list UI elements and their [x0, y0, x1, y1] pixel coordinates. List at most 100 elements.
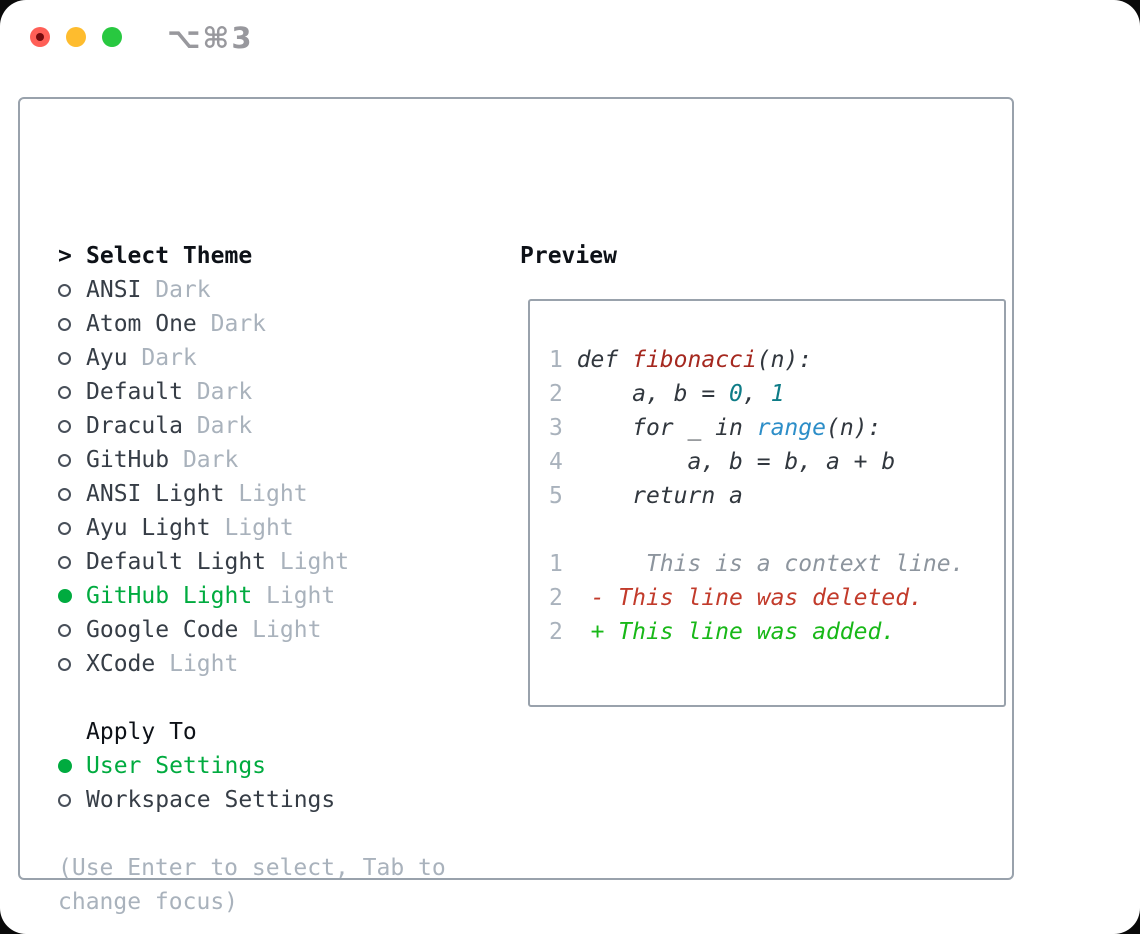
radio-icon — [58, 283, 86, 297]
apply-to-option[interactable]: User Settings — [58, 749, 498, 783]
theme-name: GitHub — [86, 447, 170, 473]
theme-name: Atom One — [86, 311, 197, 337]
code-line: 1 def fibonacci(n): — [549, 347, 813, 373]
code-line: 2 - This line was deleted. — [549, 585, 923, 611]
theme-option-text: Default Dark — [86, 375, 252, 409]
theme-option-text: ANSI Light Light — [86, 477, 308, 511]
theme-option-text: Ayu Light Light — [86, 511, 294, 545]
theme-name: GitHub Light — [86, 583, 253, 609]
close-dot-icon — [36, 33, 44, 41]
theme-variant-tag: Dark — [169, 447, 239, 473]
radio-unselected-icon — [58, 419, 71, 433]
radio-icon — [58, 793, 86, 807]
radio-unselected-icon — [58, 351, 71, 365]
theme-option[interactable]: GitHub Light Light — [58, 579, 498, 613]
code-line: 2 + This line was added. — [549, 619, 896, 645]
theme-option[interactable]: XCode Light — [58, 647, 498, 681]
theme-option[interactable]: Ayu Light Light — [58, 511, 498, 545]
radio-unselected-icon — [58, 657, 71, 671]
theme-variant-tag: Light — [224, 481, 308, 507]
theme-option-text: Atom One Dark — [86, 307, 266, 341]
theme-option[interactable]: GitHub Dark — [58, 443, 498, 477]
titlebar: ⌥⌘3 — [0, 0, 1140, 74]
theme-name: Ayu Light — [86, 515, 211, 541]
theme-option-text: Google Code Light — [86, 613, 321, 647]
theme-variant-tag: Dark — [141, 277, 211, 303]
theme-option-text: Default Light Light — [86, 545, 349, 579]
fullscreen-button[interactable] — [102, 27, 122, 47]
theme-name: Default Light — [86, 549, 267, 575]
theme-option-text: GitHub Dark — [86, 443, 238, 477]
theme-option[interactable]: Atom One Dark — [58, 307, 498, 341]
theme-option-text: GitHub Light Light — [86, 579, 335, 613]
radio-unselected-icon — [58, 385, 71, 399]
theme-variant-tag: Dark — [196, 311, 267, 337]
radio-selected-icon — [58, 759, 72, 773]
radio-unselected-icon — [58, 487, 71, 501]
theme-name: Default — [86, 379, 183, 405]
theme-variant-tag: Light — [155, 651, 239, 677]
theme-name: XCode — [86, 651, 156, 677]
theme-option[interactable]: Dracula Dark — [58, 409, 498, 443]
minimize-button[interactable] — [66, 27, 86, 47]
radio-unselected-icon — [58, 555, 71, 569]
theme-name: Ayu — [86, 345, 128, 371]
theme-name: Dracula — [86, 413, 183, 439]
theme-option-text: Dracula Dark — [86, 409, 252, 443]
apply-option-text: User Settings — [86, 749, 266, 783]
theme-option[interactable]: Default Light Light — [58, 545, 498, 579]
theme-option[interactable]: Ayu Dark — [58, 341, 498, 375]
theme-variant-tag: Light — [238, 617, 322, 643]
theme-option[interactable]: ANSI Light Light — [58, 477, 498, 511]
code-line — [549, 513, 1004, 547]
radio-unselected-icon — [58, 317, 71, 331]
hint-text: (Use Enter to select, Tab to change focu… — [58, 855, 446, 915]
select-theme-label: Select Theme — [86, 243, 253, 269]
theme-option[interactable]: ANSI Dark — [58, 273, 498, 307]
radio-icon — [58, 555, 86, 569]
theme-option-text: XCode Light — [86, 647, 238, 681]
radio-unselected-icon — [58, 793, 71, 807]
radio-unselected-icon — [58, 623, 71, 637]
theme-variant-tag: Dark — [182, 379, 253, 405]
theme-option[interactable]: Default Dark — [58, 375, 498, 409]
select-theme-header: > Select Theme — [58, 239, 498, 273]
radio-icon — [58, 759, 86, 773]
theme-name: ANSI Light — [86, 481, 225, 507]
theme-variant-tag: Light — [266, 549, 350, 575]
radio-icon — [58, 419, 86, 433]
code-line: 1 This is a context line. — [549, 551, 965, 577]
apply-option-label: Workspace Settings — [86, 787, 336, 813]
preview-header: Preview — [520, 243, 617, 269]
code-line: 5 return a — [549, 483, 743, 509]
theme-variant-tag: Light — [210, 515, 294, 541]
theme-option-text: Ayu Dark — [86, 341, 197, 375]
close-button[interactable] — [30, 27, 50, 47]
apply-to-option[interactable]: Workspace Settings — [58, 783, 498, 817]
radio-icon — [58, 385, 86, 399]
radio-unselected-icon — [58, 453, 71, 467]
theme-variant-tag: Light — [252, 583, 336, 609]
radio-icon — [58, 487, 86, 501]
radio-icon — [58, 589, 86, 603]
radio-icon — [58, 657, 86, 671]
prompt-icon: > — [58, 243, 72, 269]
radio-icon — [58, 351, 86, 365]
spacer — [58, 681, 498, 715]
radio-icon — [58, 623, 86, 637]
radio-icon — [58, 453, 86, 467]
radio-icon — [58, 317, 86, 331]
radio-unselected-icon — [58, 283, 71, 297]
window-title: ⌥⌘3 — [167, 21, 254, 55]
code-line: 2 a, b = 0, 1 — [549, 381, 785, 407]
radio-unselected-icon — [58, 521, 71, 535]
radio-icon — [58, 521, 86, 535]
theme-option[interactable]: Google Code Light — [58, 613, 498, 647]
